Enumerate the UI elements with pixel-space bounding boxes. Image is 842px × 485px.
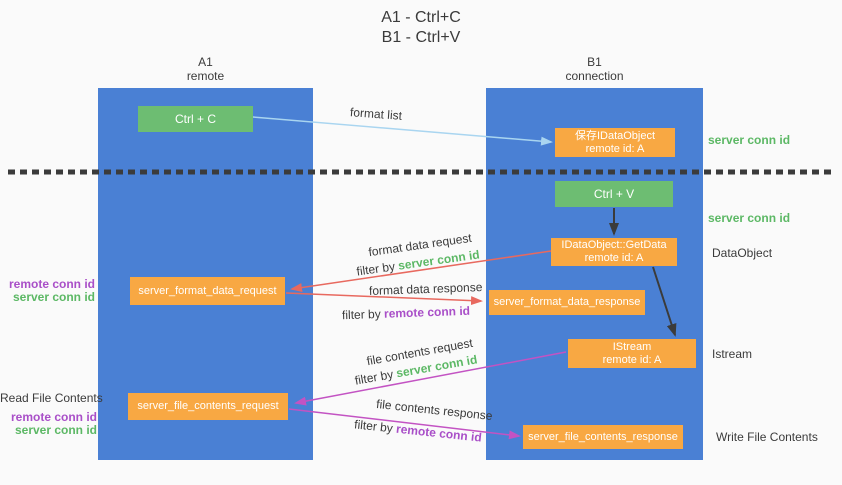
node-getdata-title: IDataObject::GetData bbox=[561, 239, 667, 251]
node-idataobject-getdata: IDataObject::GetData remote id: A bbox=[551, 238, 677, 266]
label-dataobject: DataObject bbox=[712, 246, 773, 260]
column-b-header: B1 connection bbox=[486, 55, 703, 83]
getdata-to-istream-arrow bbox=[652, 266, 677, 337]
node-save-idataobject-title: 保存IDataObject bbox=[574, 129, 656, 142]
node-file-contents-request-label: server_file_contents_request bbox=[137, 400, 279, 412]
label-server-conn-id-top: server conn id bbox=[708, 133, 791, 147]
label-conn-id-pair-1: remote conn id server conn id bbox=[0, 278, 95, 304]
node-file-contents-response-label: server_file_contents_response bbox=[528, 430, 678, 443]
label-istream: Istream bbox=[712, 347, 753, 361]
label-server-conn-id-2: server conn id bbox=[14, 423, 97, 437]
label-remote-conn-id-1: remote conn id bbox=[8, 277, 95, 291]
column-b-name: B1 bbox=[587, 55, 602, 69]
node-ctrl-c-label: Ctrl + C bbox=[174, 111, 216, 126]
column-b-subtitle: connection bbox=[565, 69, 624, 83]
title-line-1: A1 - Ctrl+C bbox=[381, 9, 461, 26]
label-filter-by-prefix-2: filter by bbox=[341, 306, 385, 323]
node-ctrl-c: Ctrl + C bbox=[138, 106, 253, 132]
label-remote-conn-id-2: remote conn id bbox=[10, 410, 97, 424]
node-save-idataobject: 保存IDataObject remote id: A bbox=[555, 128, 675, 157]
file-contents-response-arrow bbox=[288, 408, 521, 440]
format-data-request-arrow bbox=[290, 250, 552, 293]
node-server-format-data-request: server_format_data_request bbox=[130, 277, 285, 305]
label-write-file-contents: Write File Contents bbox=[716, 430, 818, 444]
node-server-file-contents-response: server_file_contents_response bbox=[523, 425, 683, 449]
column-a-name: A1 bbox=[198, 55, 213, 69]
node-server-format-data-response: server_format_data_response bbox=[489, 290, 645, 315]
node-istream-remote-id: remote id: A bbox=[602, 353, 662, 366]
format-list-arrow bbox=[252, 116, 553, 146]
node-istream-title: IStream bbox=[612, 340, 652, 353]
node-ctrl-v: Ctrl + V bbox=[555, 181, 673, 207]
label-server-conn-id-1: server conn id bbox=[12, 290, 95, 304]
node-format-data-request-label: server_format_data_request bbox=[138, 284, 277, 297]
diagram-title: A1 - Ctrl+C B1 - Ctrl+V bbox=[0, 8, 842, 48]
column-a-subtitle: remote bbox=[186, 69, 225, 83]
title-line-2: B1 - Ctrl+V bbox=[381, 29, 461, 46]
label-server-conn-id-mid: server conn id bbox=[708, 211, 791, 225]
node-getdata-remote-id: remote id: A bbox=[584, 252, 644, 264]
node-istream: IStream remote id: A bbox=[568, 339, 696, 368]
label-read-file-contents: Read File Contents bbox=[0, 391, 103, 405]
file-contents-request-arrow bbox=[294, 351, 567, 406]
column-a-header: A1 remote bbox=[98, 55, 313, 83]
label-filter-by-id-2: remote conn id bbox=[383, 303, 471, 321]
label-conn-id-pair-2: remote conn id server conn id bbox=[0, 411, 97, 437]
node-server-file-contents-request: server_file_contents_request bbox=[128, 393, 288, 420]
node-format-data-response-label: server_format_data_response bbox=[493, 296, 641, 308]
node-save-idataobject-remote-id: remote id: A bbox=[585, 142, 645, 155]
node-ctrl-v-label: Ctrl + V bbox=[593, 186, 635, 201]
format-data-response-arrow bbox=[285, 292, 483, 306]
